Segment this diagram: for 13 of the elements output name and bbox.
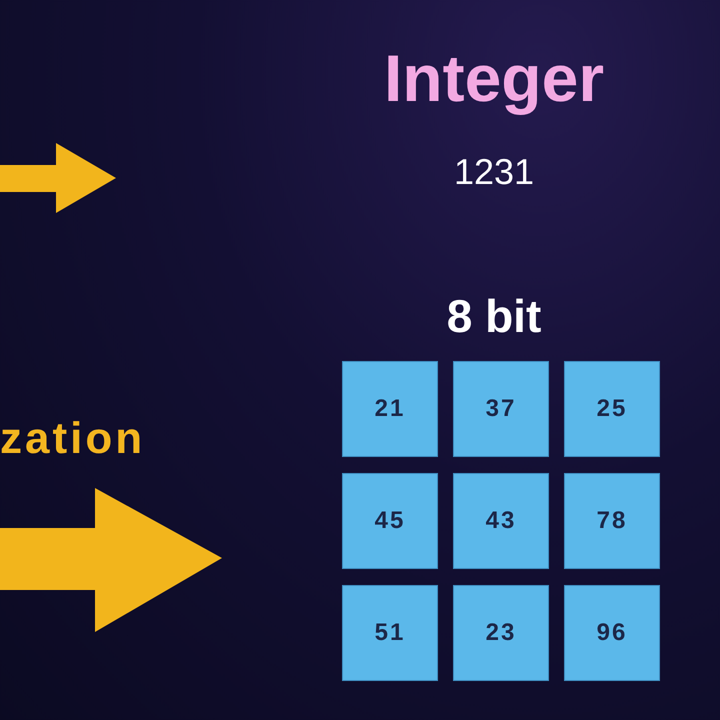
number-box: 78 [564, 473, 660, 569]
number-box: 25 [564, 361, 660, 457]
number-box: 43 [453, 473, 549, 569]
label-text: Integer [382, 40, 606, 117]
number-box: 21 [342, 361, 438, 457]
number-box: 45 [342, 473, 438, 569]
label-text: 1231 [452, 150, 536, 194]
number-box: 37 [453, 361, 549, 457]
label-text: 8 bit [446, 289, 542, 344]
number-box: 23 [453, 585, 549, 681]
number-box: 51 [342, 585, 438, 681]
number-box: 96 [564, 585, 660, 681]
label-text: zation [0, 413, 146, 465]
